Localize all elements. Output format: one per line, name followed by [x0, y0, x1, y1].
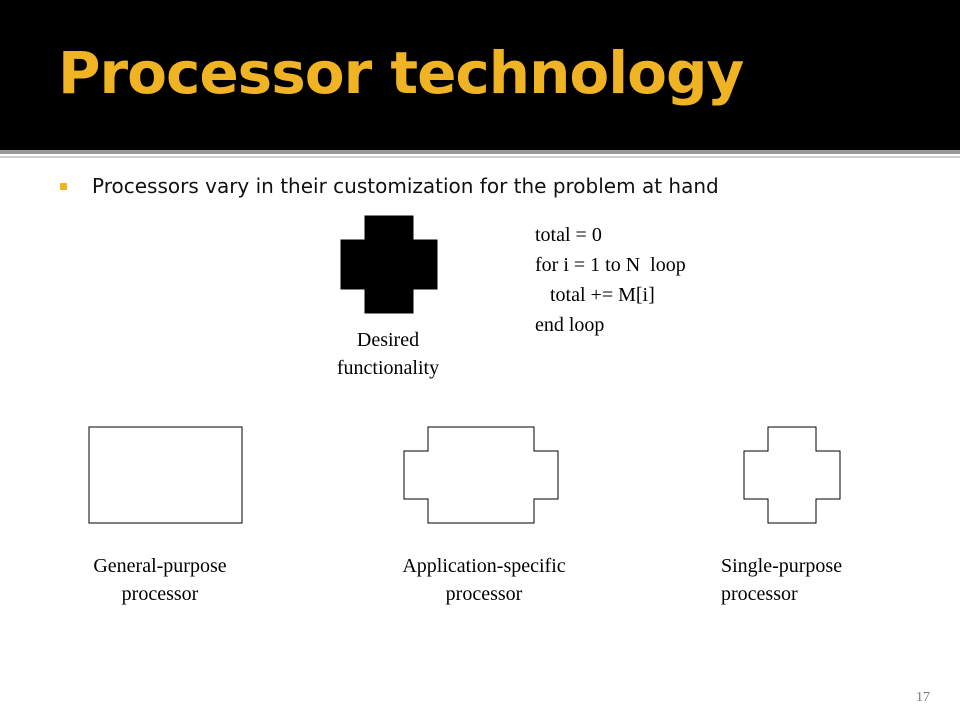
general-purpose-caption: General-purpose processor	[60, 552, 260, 608]
application-caption-line-2: processor	[445, 583, 523, 605]
code-line-1: total = 0	[535, 224, 602, 246]
desired-functionality-caption: Desired functionality	[308, 326, 468, 382]
slide-title: Processor technology	[58, 39, 744, 107]
single-purpose-caption: Single-purpose processor	[721, 552, 901, 608]
bullet-point: Processors vary in their customization f…	[92, 174, 719, 198]
desired-functionality-shape	[340, 215, 438, 314]
general-purpose-processor-shape	[88, 426, 243, 524]
bullet-square-icon	[60, 183, 67, 190]
title-divider-thin	[0, 156, 960, 158]
code-line-2: for i = 1 to N loop	[535, 254, 686, 276]
code-line-3: total += M[i]	[535, 284, 655, 306]
desired-caption-line-2: functionality	[336, 357, 440, 379]
single-caption-line-2: processor	[721, 583, 798, 605]
single-caption-line-1: Single-purpose	[721, 555, 843, 577]
title-bar: Processor technology	[0, 0, 960, 150]
application-caption-line-1: Application-specific	[402, 555, 566, 577]
general-caption-line-2: processor	[121, 583, 199, 605]
application-specific-processor-shape	[403, 426, 559, 524]
single-purpose-processor-shape	[743, 426, 841, 524]
application-specific-caption: Application-specific processor	[369, 552, 599, 608]
desired-caption-line-1: Desired	[356, 329, 420, 351]
code-line-4: end loop	[535, 314, 605, 336]
title-divider	[0, 150, 960, 154]
general-caption-line-1: General-purpose	[93, 555, 227, 577]
page-number: 17	[916, 690, 930, 705]
